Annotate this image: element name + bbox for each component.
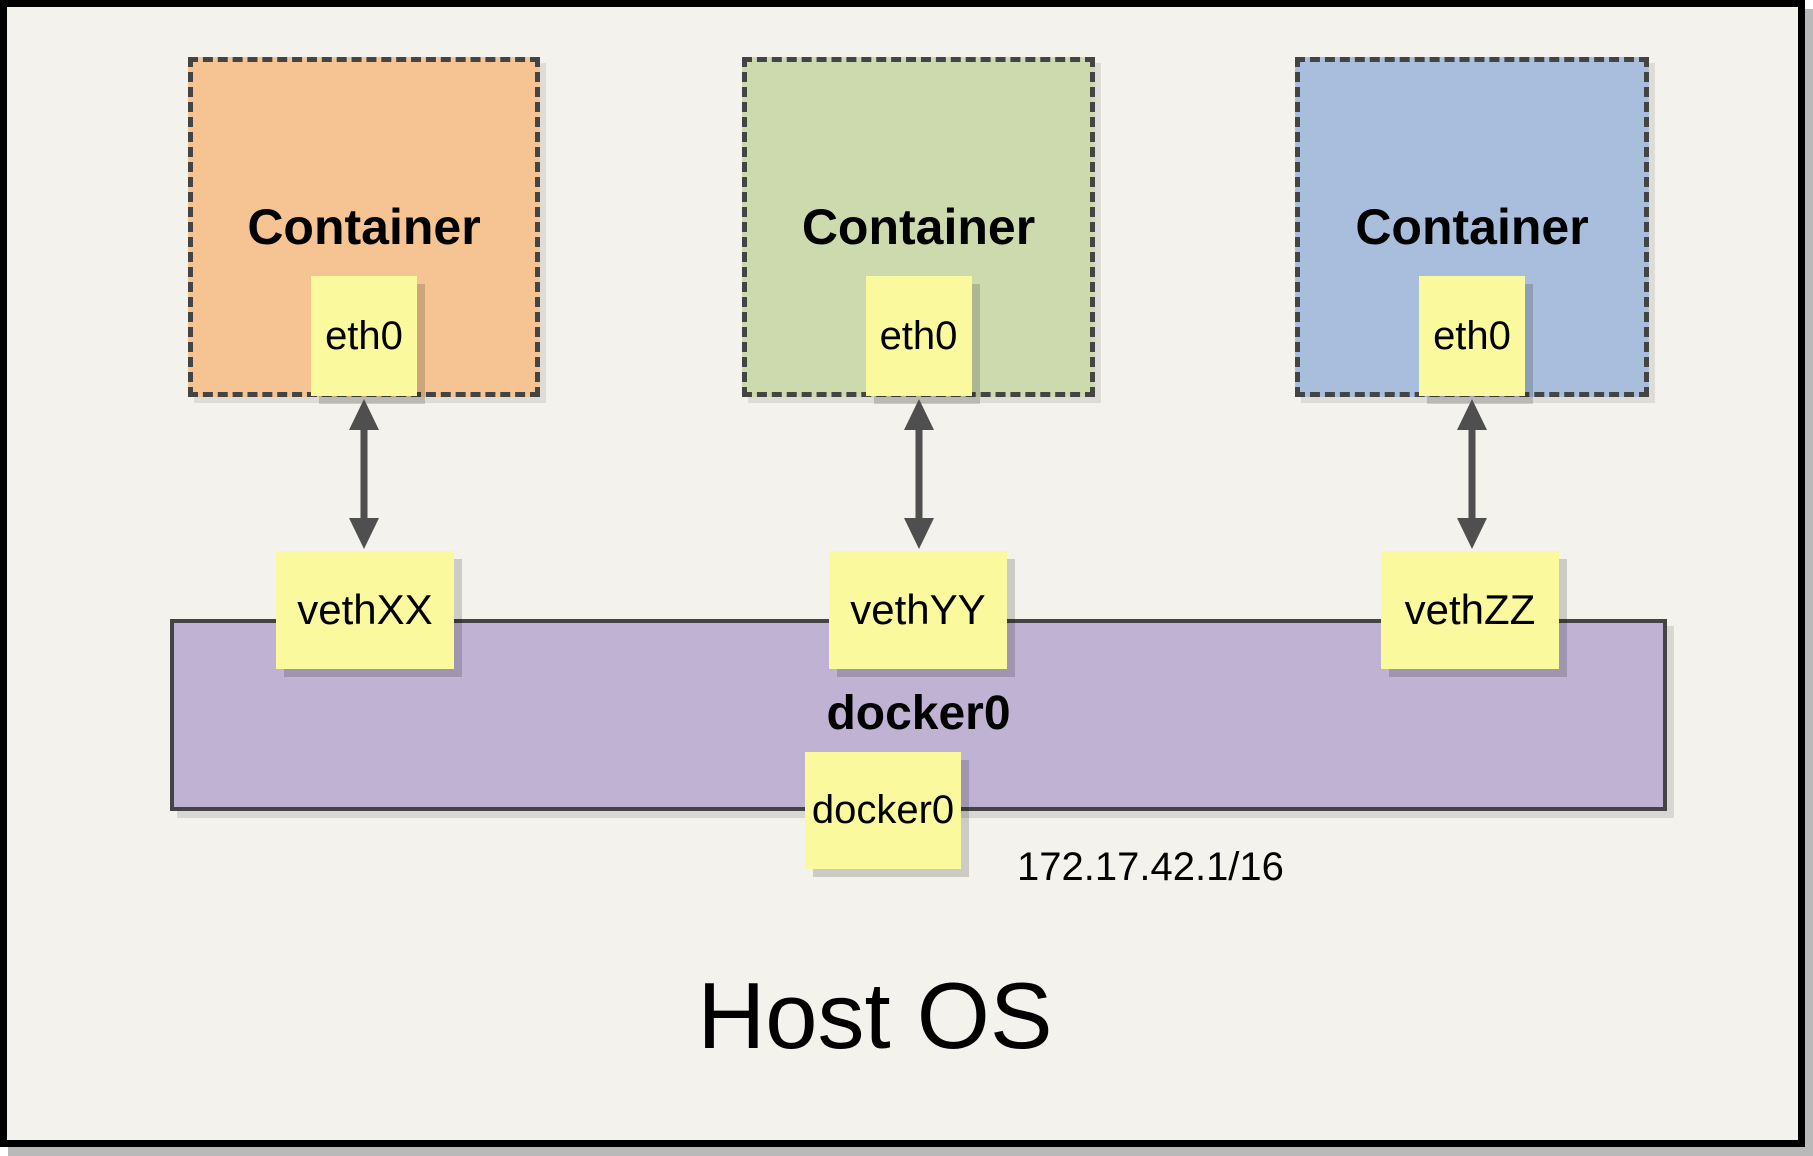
container-2-title: Container (801, 199, 1036, 255)
container-3-title: Container (1355, 199, 1589, 255)
vethyy-label: vethYY (850, 586, 986, 633)
container-box-1: Container eth0 (188, 57, 540, 397)
docker0-ip-address: 172.17.42.1/16 (1017, 845, 1284, 889)
host-os-label: Host OS (697, 963, 1053, 1068)
vethyy-box: vethYY (829, 551, 1007, 669)
docker0-interface-label: docker0 (811, 788, 955, 832)
vethzz-box: vethZZ (1381, 551, 1559, 669)
docker0-interface-box: docker0 (805, 752, 961, 869)
double-arrow-icon (899, 398, 939, 550)
container-1-eth0-box: eth0 (311, 276, 417, 396)
double-arrow-icon (1452, 398, 1492, 550)
container-3-eth0-label: eth0 (1433, 313, 1511, 358)
vethzz-label: vethZZ (1404, 586, 1536, 633)
vethxx-box: vethXX (276, 551, 454, 669)
docker0-bridge-label: docker0 (826, 687, 1011, 740)
container-box-2: Container eth0 (742, 57, 1095, 397)
container-2-eth0-label: eth0 (879, 313, 958, 358)
double-arrow-icon (344, 398, 384, 550)
vethxx-label: vethXX (297, 586, 433, 633)
container-3-eth0-box: eth0 (1419, 276, 1525, 396)
container-2-eth0-box: eth0 (865, 276, 972, 396)
container-1-title: Container (247, 199, 481, 255)
container-1-eth0-label: eth0 (325, 313, 403, 358)
container-box-3: Container eth0 (1295, 57, 1649, 397)
